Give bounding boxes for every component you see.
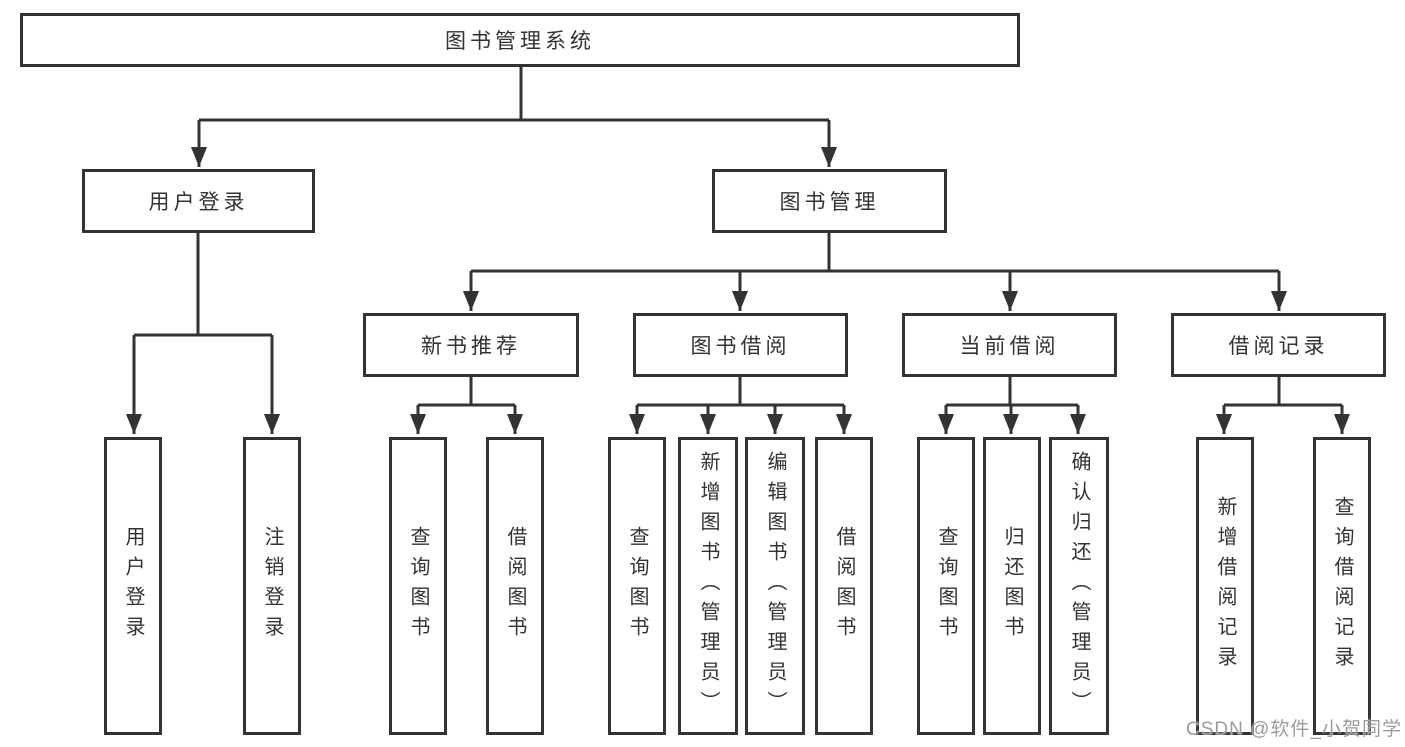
- node-leaf-add-borrow-record: 新增借阅记录: [1196, 437, 1254, 735]
- connector-new-book-rec-branch: [410, 377, 523, 434]
- node-label: 借阅记录: [1228, 335, 1329, 358]
- node-label: 新增借阅记录: [1214, 496, 1236, 676]
- csdn-watermark: CSDN @软件_小贺同学: [1186, 719, 1402, 740]
- node-label: 用户登录: [122, 526, 144, 646]
- node-label: 借阅图书: [504, 526, 526, 646]
- node-leaf-user-login: 用户登录: [104, 437, 162, 735]
- node-label: 查询图书: [935, 526, 957, 646]
- node-leaf-cb-confirm-return-admin: 确认归还（管理员）: [1049, 437, 1109, 735]
- connector-user-login-branch: [126, 233, 280, 434]
- node-label: 注销登录: [261, 526, 283, 646]
- node-leaf-logout: 注销登录: [243, 437, 301, 735]
- node-current-borrow: 当前借阅: [902, 313, 1117, 377]
- node-leaf-rec-borrow-books: 借阅图书: [486, 437, 544, 735]
- node-leaf-bb-edit-books-admin: 编辑图书（管理员）: [745, 437, 805, 735]
- node-leaf-query-borrow-record: 查询借阅记录: [1313, 437, 1371, 735]
- node-label: 编辑图书（管理员）: [764, 451, 786, 721]
- node-leaf-bb-add-books-admin: 新增图书（管理员）: [678, 437, 738, 735]
- node-new-book-recommend: 新书推荐: [363, 313, 579, 377]
- node-root-system: 图书管理系统: [20, 13, 1020, 67]
- node-label: 新增图书（管理员）: [697, 451, 719, 721]
- node-label: 查询借阅记录: [1331, 496, 1353, 676]
- node-book-management: 图书管理: [712, 169, 947, 233]
- node-leaf-cb-query-books: 查询图书: [917, 437, 975, 735]
- node-leaf-rec-query-books: 查询图书: [389, 437, 447, 735]
- node-label: 归还图书: [1001, 526, 1023, 646]
- connector-borrow-records-branch: [1216, 377, 1350, 434]
- node-leaf-bb-borrow-books: 借阅图书: [815, 437, 873, 735]
- node-label: 确认归还（管理员）: [1068, 451, 1090, 721]
- node-book-borrow: 图书借阅: [633, 313, 848, 377]
- node-leaf-bb-query-books: 查询图书: [608, 437, 666, 735]
- node-label: 查询图书: [626, 526, 648, 646]
- node-borrow-records: 借阅记录: [1171, 313, 1386, 377]
- node-label: 图书管理系统: [445, 30, 595, 53]
- node-label: 当前借阅: [959, 335, 1060, 358]
- node-leaf-cb-return-books: 归还图书: [983, 437, 1041, 735]
- node-label: 图书管理: [779, 191, 880, 214]
- node-label: 图书借阅: [690, 335, 791, 358]
- node-label: 用户登录: [148, 191, 249, 214]
- connector-current-borrow-branch: [938, 377, 1086, 434]
- node-user-login-group: 用户登录: [82, 169, 315, 233]
- connector-book-mgmt-branch: [463, 233, 1287, 311]
- node-label: 借阅图书: [833, 526, 855, 646]
- node-label: 查询图书: [407, 526, 429, 646]
- connector-root-to-level2: [191, 67, 837, 167]
- connector-book-borrow-branch: [629, 377, 852, 434]
- node-label: 新书推荐: [421, 335, 521, 358]
